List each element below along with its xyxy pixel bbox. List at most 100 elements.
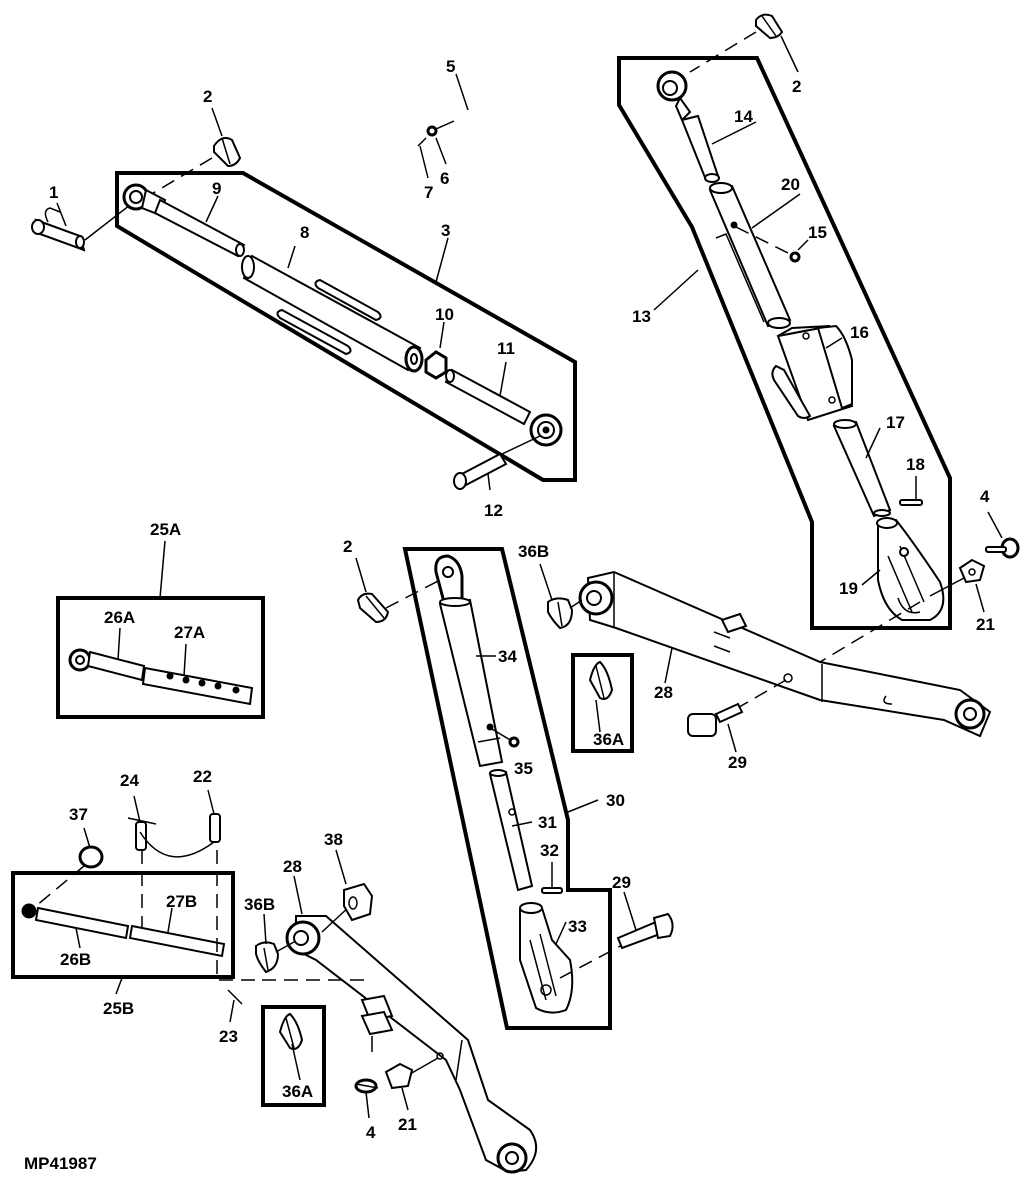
callout-23: 23 — [219, 1027, 238, 1046]
part-18-pin — [899, 499, 923, 506]
callout-2: 2 — [203, 87, 212, 106]
part-4-pin — [985, 537, 1020, 559]
callout-37: 37 — [69, 805, 88, 824]
callout-20: 20 — [781, 175, 800, 194]
callout-2: 2 — [343, 537, 352, 556]
callout-5: 5 — [446, 57, 455, 76]
callout-31: 31 — [538, 813, 557, 832]
callout-22: 22 — [193, 767, 212, 786]
part-21-retainer — [384, 1062, 414, 1090]
part-21-retainer — [958, 558, 986, 584]
part-8-tube — [241, 254, 424, 373]
callout-10: 10 — [435, 305, 454, 324]
part-28-lower-link-right — [578, 570, 992, 738]
part-7-pin — [417, 137, 427, 147]
part-4-pin — [354, 1078, 379, 1094]
part-20-tube — [708, 182, 792, 329]
part-35-nut — [508, 736, 520, 748]
callout-7: 7 — [424, 183, 433, 202]
callout-9: 9 — [212, 179, 221, 198]
callout-26A: 26A — [104, 608, 135, 627]
part-23-pin — [227, 989, 243, 1005]
callout-18: 18 — [906, 455, 925, 474]
callout-36A: 36A — [282, 1082, 313, 1101]
callout-12: 12 — [484, 501, 503, 520]
part-38-block — [343, 882, 374, 922]
part-5-hook — [454, 104, 532, 192]
callout-28: 28 — [654, 683, 673, 702]
part-32-pin — [541, 887, 563, 894]
callout-30: 30 — [606, 791, 625, 810]
callout-13: 13 — [632, 307, 651, 326]
part-36B-clip — [255, 941, 280, 974]
callout-28: 28 — [283, 857, 302, 876]
callout-29: 29 — [612, 873, 631, 892]
callout-21: 21 — [976, 615, 995, 634]
part-29-pin — [616, 912, 674, 950]
part-24-pin — [127, 817, 215, 858]
part-2-clip — [356, 592, 390, 624]
part-33-clevis — [519, 902, 574, 1014]
callout-27B: 27B — [166, 892, 197, 911]
part-37-ring — [78, 845, 104, 869]
callout-17: 17 — [886, 413, 905, 432]
callout-1: 1 — [49, 183, 58, 202]
part-17-rod — [832, 419, 892, 518]
group-box-25B — [11, 871, 235, 979]
group-box-3 — [115, 171, 577, 482]
callout-6: 6 — [440, 169, 449, 188]
part-1-pin — [31, 207, 86, 252]
callout-4: 4 — [366, 1123, 376, 1142]
callout-21: 21 — [398, 1115, 417, 1134]
callout-29: 29 — [728, 753, 747, 772]
part-19-clevis — [876, 517, 945, 621]
callout-34: 34 — [498, 647, 517, 666]
part-6-washer — [426, 125, 438, 137]
callout-14: 14 — [734, 107, 753, 126]
callout-19: 19 — [839, 579, 858, 598]
figure-id: MP41987 — [24, 1154, 97, 1173]
callout-36A: 36A — [593, 730, 624, 749]
callout-32: 32 — [540, 841, 559, 860]
callout-26B: 26B — [60, 950, 91, 969]
part-26B-rod — [21, 903, 130, 940]
part-27B-tube — [128, 924, 226, 958]
callout-8: 8 — [300, 223, 309, 242]
callout-36B: 36B — [518, 542, 549, 561]
callout-11: 11 — [497, 339, 515, 358]
part-27A-tube — [141, 666, 254, 706]
inset-box-36A — [261, 1005, 326, 1107]
part-29-pin — [687, 702, 744, 737]
part-9-rod-end — [122, 183, 246, 258]
callout-35: 35 — [514, 759, 533, 778]
callout-36B: 36B — [244, 895, 275, 914]
inset-box-36A — [571, 653, 634, 753]
part-12-pin — [453, 452, 508, 490]
part-10-nut — [424, 350, 448, 380]
part-26A-rod-end — [68, 648, 146, 682]
part-14-rod-end — [656, 70, 720, 183]
callout-15: 15 — [808, 223, 827, 242]
callout-25A: 25A — [150, 520, 181, 539]
callout-3: 3 — [441, 221, 450, 240]
callout-16: 16 — [850, 323, 869, 342]
callout-33: 33 — [568, 917, 587, 936]
part-15-nut — [789, 251, 801, 263]
part-36A-clip — [588, 660, 614, 700]
part-2-clip — [755, 13, 784, 40]
part-22-pin — [209, 813, 221, 843]
part-34-cylinder — [434, 554, 504, 768]
callout-38: 38 — [324, 830, 343, 849]
callout-27A: 27A — [174, 623, 205, 642]
callout-4: 4 — [980, 487, 990, 506]
group-box-30 — [402, 547, 612, 1030]
leader-lines — [56, 35, 1003, 1119]
part-36A-clip — [278, 1012, 304, 1050]
callout-2: 2 — [792, 77, 801, 96]
group-box-13 — [617, 56, 952, 630]
part-16-collar — [771, 324, 854, 422]
part-2-clip — [213, 137, 242, 168]
part-36B-clip — [547, 597, 574, 630]
part-31-rod — [488, 769, 534, 892]
